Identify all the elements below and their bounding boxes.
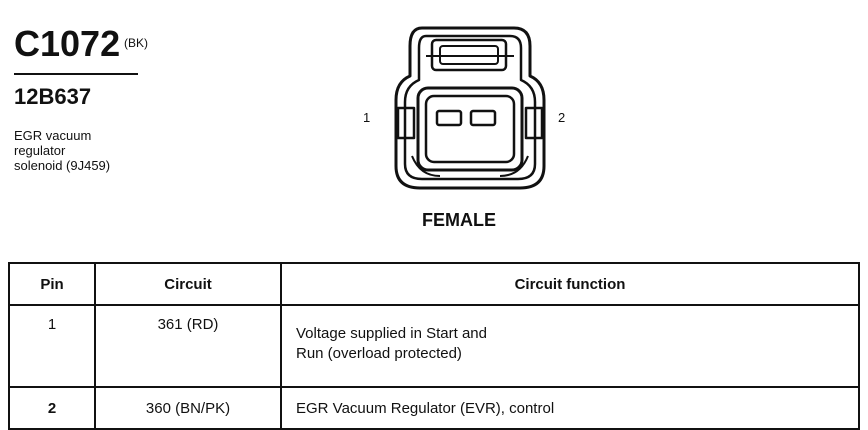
connector-color-code: (BK) — [124, 36, 148, 50]
id-underline — [14, 73, 138, 75]
function-line: Run (overload protected) — [296, 345, 462, 362]
cell-circuit-function: Voltage supplied in Start and Run (overl… — [280, 304, 860, 388]
header-circuit: Circuit — [94, 262, 282, 306]
table-row: 2 360 (BN/PK) EGR Vacuum Regulator (EVR)… — [8, 386, 860, 430]
description-line: solenoid (9J459) — [14, 158, 111, 173]
connector-face-icon — [394, 26, 546, 190]
pin-label-2: 2 — [558, 110, 566, 125]
terminal-cavity — [416, 86, 524, 172]
terminal-cavity-inner — [424, 94, 516, 164]
cell-circuit: 360 (BN/PK) — [94, 386, 282, 430]
function-line: Voltage supplied in Start and — [296, 325, 487, 342]
header-pin: Pin — [8, 262, 96, 306]
function-line: EGR Vacuum Regulator (EVR), control — [296, 399, 555, 417]
pin-label-1: 1 — [363, 110, 371, 125]
part-number: 12B637 — [14, 84, 92, 109]
description-line: regulator — [14, 143, 66, 158]
connector-gender: FEMALE — [422, 210, 496, 230]
component-description: EGR vacuum regulator solenoid (9J459) — [14, 128, 110, 173]
description-line: EGR vacuum — [14, 128, 92, 143]
cell-pin: 1 — [8, 304, 96, 388]
housing-outline — [394, 26, 546, 190]
header-circuit-function: Circuit function — [280, 262, 860, 306]
pin-terminal-1 — [435, 109, 463, 127]
side-key-left — [396, 106, 416, 140]
table-header-row: Pin Circuit Circuit function — [8, 262, 860, 306]
connector-id: C1072 — [14, 23, 121, 64]
table-row: 1 361 (RD) Voltage supplied in Start and… — [8, 304, 860, 388]
housing-inner-outline — [403, 34, 537, 181]
cell-pin: 2 — [8, 386, 96, 430]
pinout-table: Pin Circuit Circuit function 1 361 (RD) … — [8, 262, 860, 430]
cell-circuit-function: EGR Vacuum Regulator (EVR), control — [280, 386, 860, 430]
pin-terminal-2 — [469, 109, 497, 127]
side-key-right — [524, 106, 544, 140]
cell-circuit: 361 (RD) — [94, 304, 282, 388]
